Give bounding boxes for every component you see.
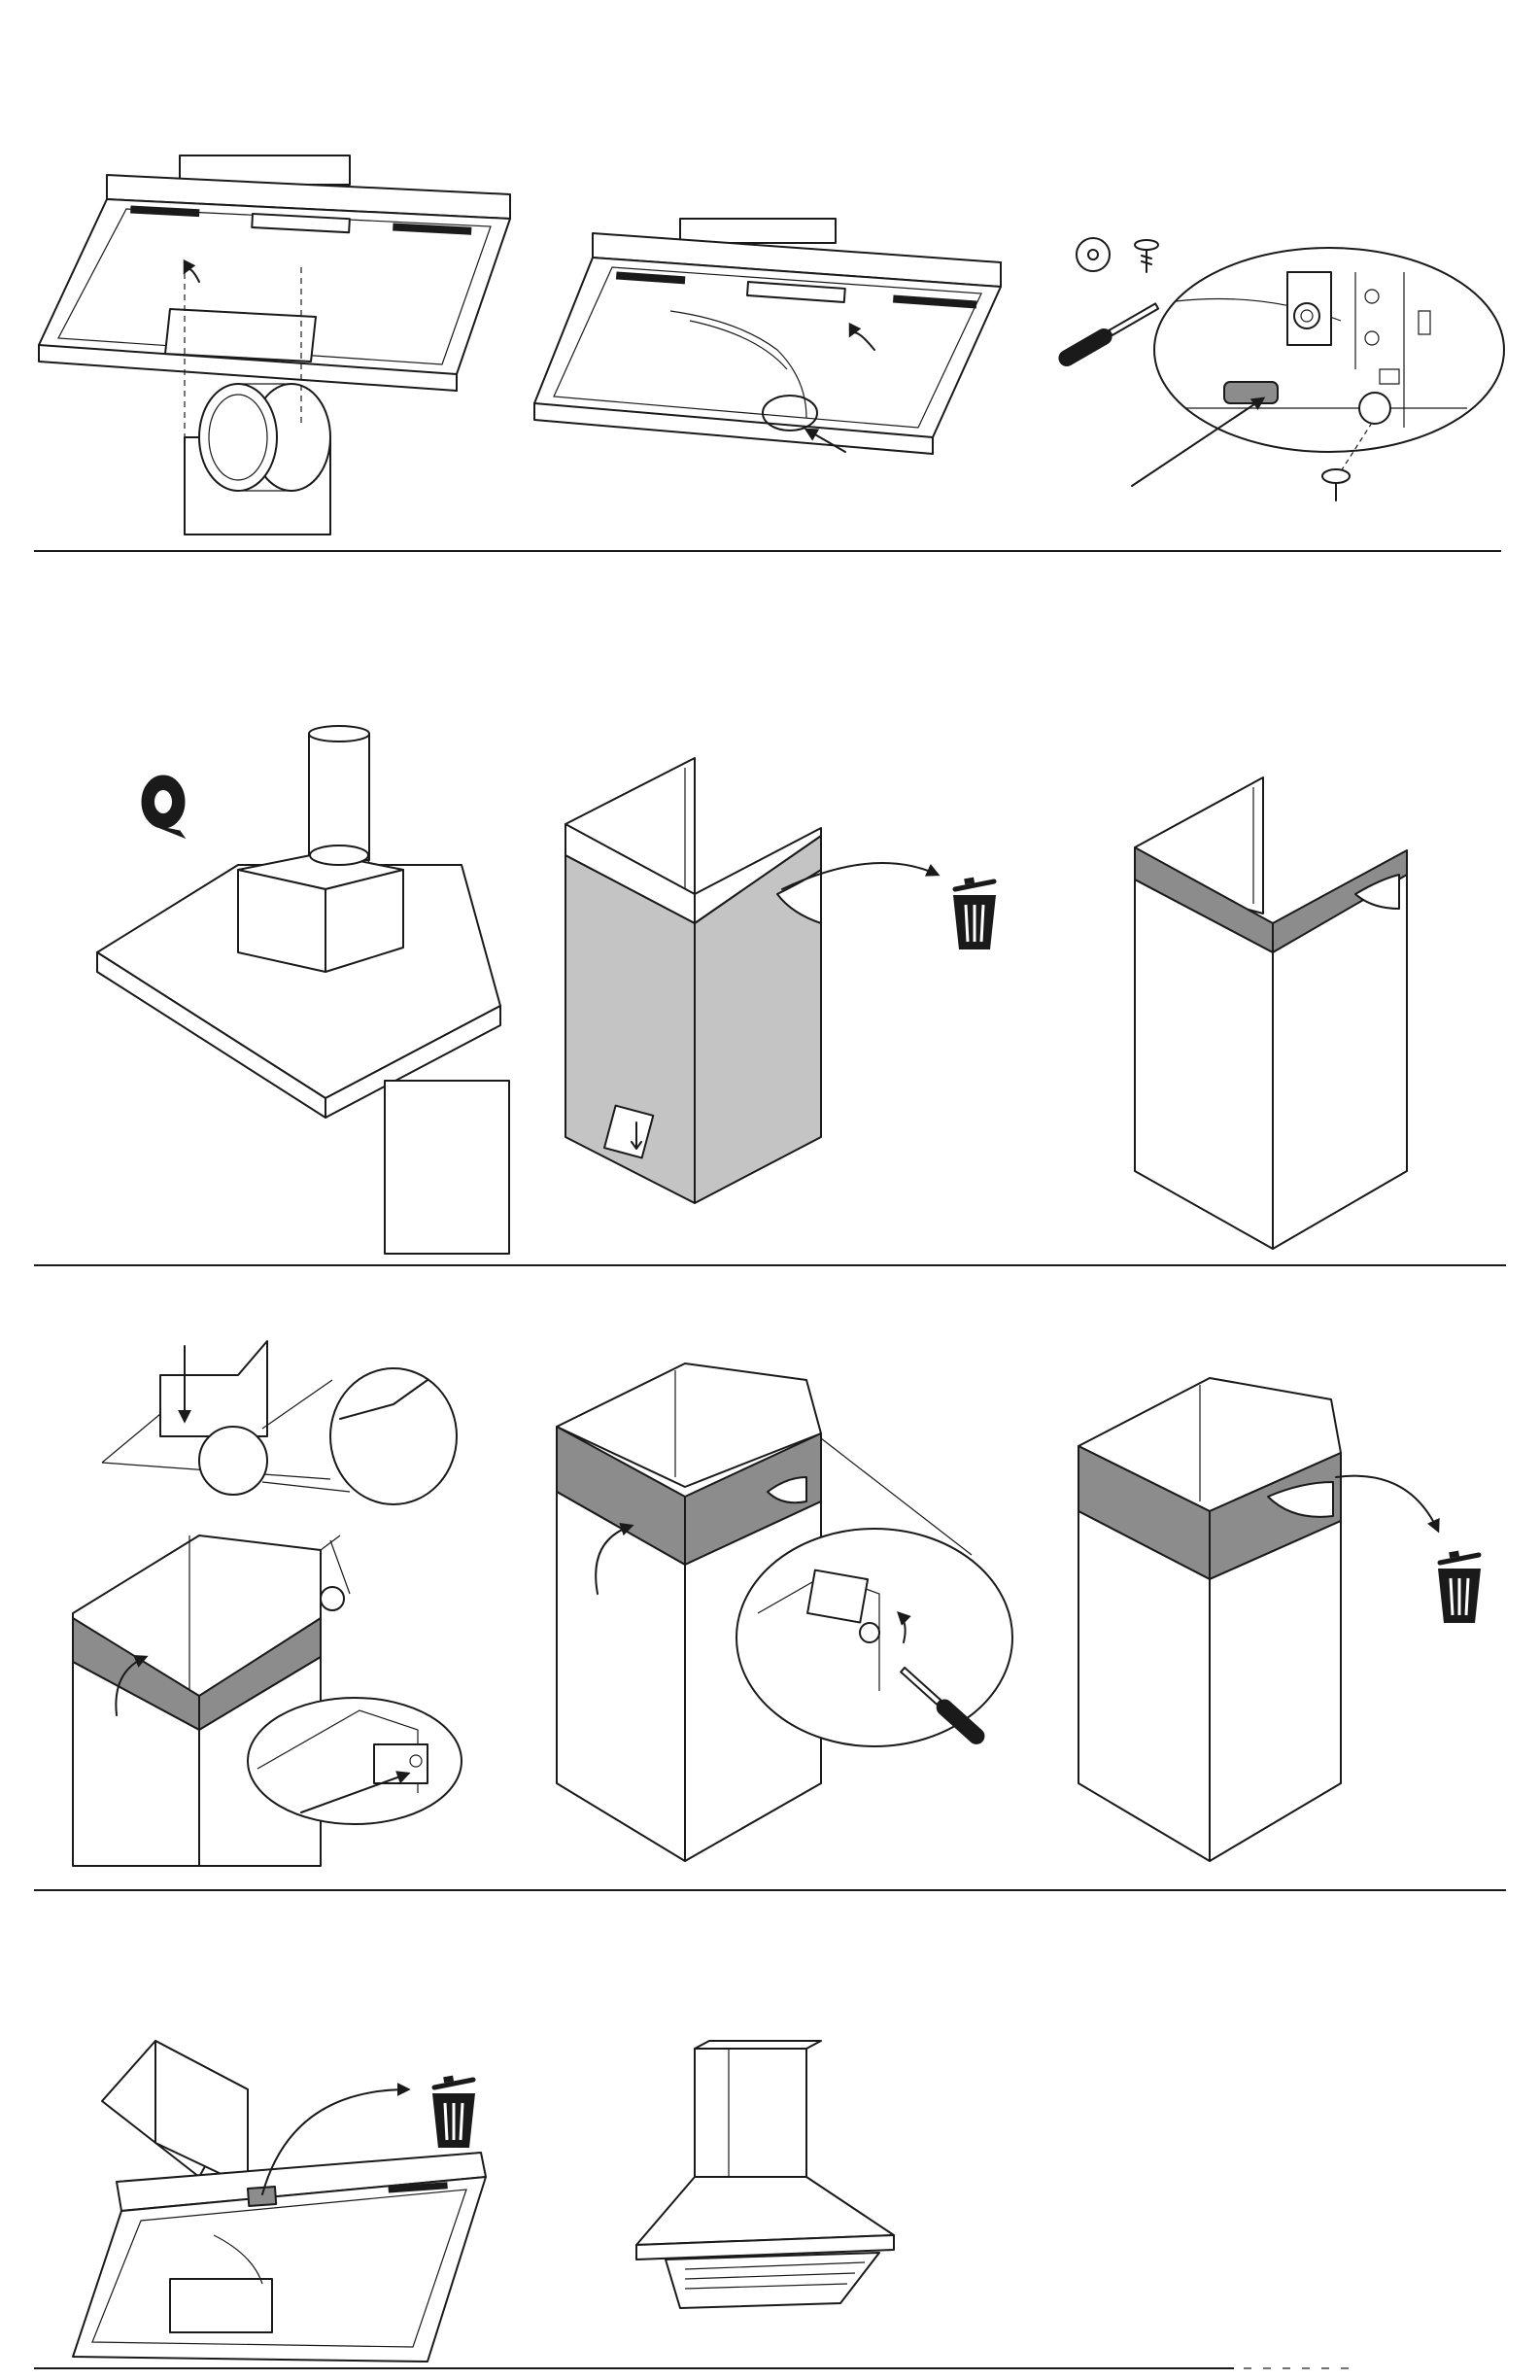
step-1-2-locate-mount bbox=[534, 219, 1001, 454]
tape-roll-icon bbox=[142, 776, 185, 838]
step-3-2-fasten-screw bbox=[557, 1363, 1012, 1861]
step-3-3-remove-band bbox=[1078, 1378, 1481, 1861]
step-2-3-film-band bbox=[1135, 777, 1407, 1249]
step-3-1-attach-chimney bbox=[73, 1341, 462, 1866]
trash-bin-icon bbox=[953, 878, 996, 949]
trash-bin-icon bbox=[1438, 1551, 1481, 1623]
step-2-2-peel-film bbox=[565, 758, 996, 1203]
screwdriver-icon bbox=[1056, 299, 1161, 368]
trash-bin-icon bbox=[432, 2076, 475, 2148]
reference-box bbox=[385, 1081, 509, 1254]
step-2-1-tape-duct bbox=[97, 726, 509, 1254]
step-4-1-remove-final-film bbox=[73, 2041, 486, 2362]
step-1-3-detail-screws bbox=[1056, 238, 1504, 500]
step-1-1-remove-blower bbox=[39, 155, 510, 535]
step-4-2-completed-hood bbox=[636, 2041, 894, 2308]
screw-icon bbox=[1135, 240, 1158, 272]
